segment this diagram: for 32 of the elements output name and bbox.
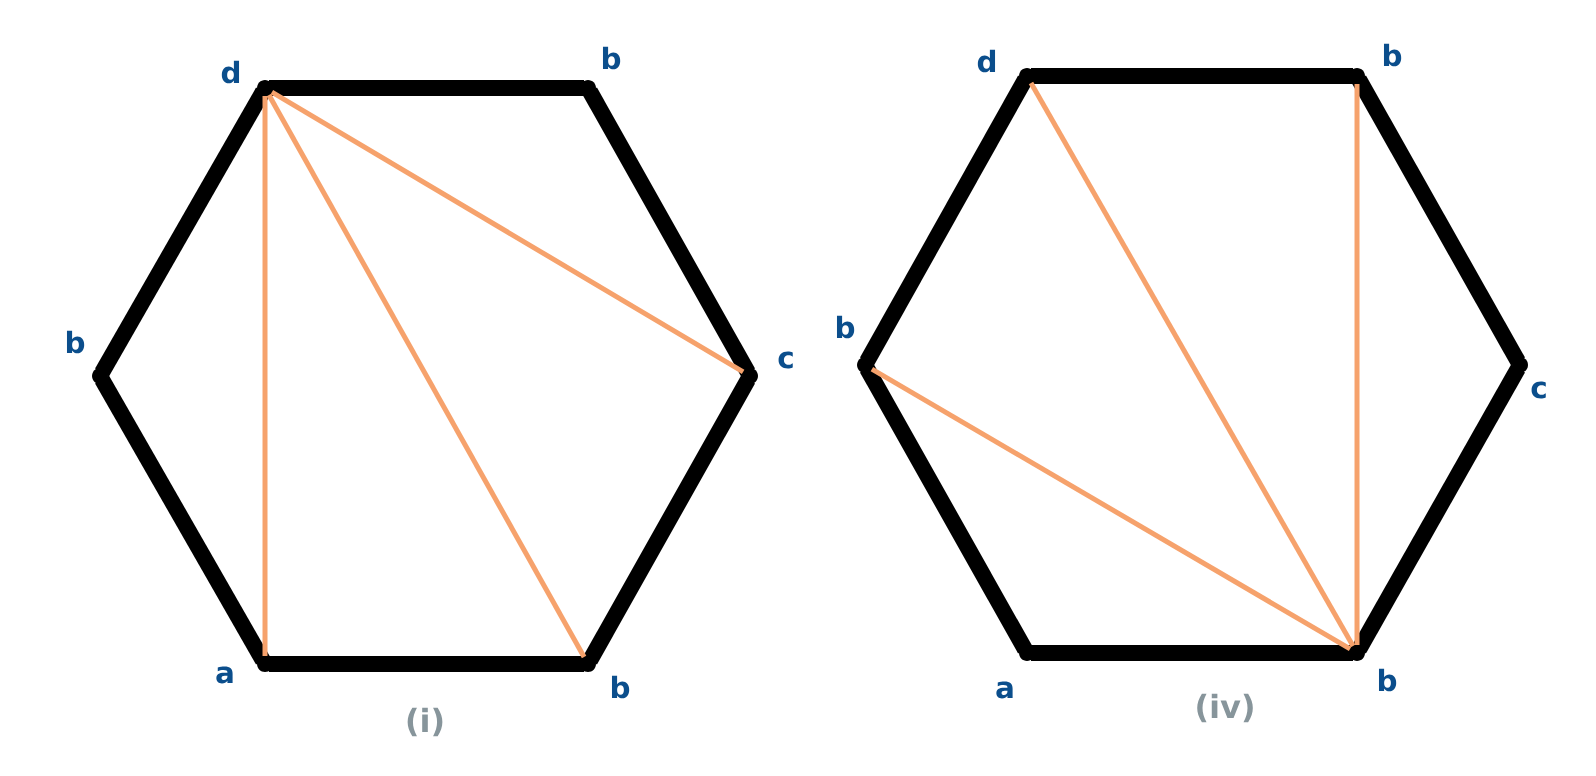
hexagon-side [1031,645,1353,661]
vertex-label: b [603,46,621,70]
vertex-label: d [221,60,240,84]
diagonal-line [1028,81,1356,648]
hexagon-side [583,375,755,665]
diagonal-line [870,366,1352,652]
diagonal-line [266,93,587,659]
hexagon-side [269,656,584,672]
hexagon-side [1352,75,1526,366]
hexagon-side [583,87,755,377]
hexagon-side [95,87,270,377]
vertex-label: b [66,330,85,354]
vertex-label: b [837,315,855,339]
vertex-label: b [612,675,630,699]
figure-caption: (i) [407,707,443,737]
vertex-label: b [1384,43,1402,67]
hexagon-side [269,80,584,96]
diagonal-line [1354,84,1360,645]
vertex-label: c [778,351,793,369]
diagonal-line [270,89,745,375]
vertex-label: c [1531,381,1546,399]
hexagon-side [95,375,270,665]
vertex-label: a [216,666,233,684]
hexagon-side [860,75,1033,366]
hexagon-side [1352,364,1525,654]
hexagon-side [1031,68,1353,84]
diagonal-line [262,96,268,656]
vertex-label: b [1379,668,1397,692]
hexagon-side [860,364,1033,654]
figure-caption: (iv) [1197,693,1253,723]
vertex-label: d [977,49,996,73]
vertex-label: a [996,681,1013,699]
